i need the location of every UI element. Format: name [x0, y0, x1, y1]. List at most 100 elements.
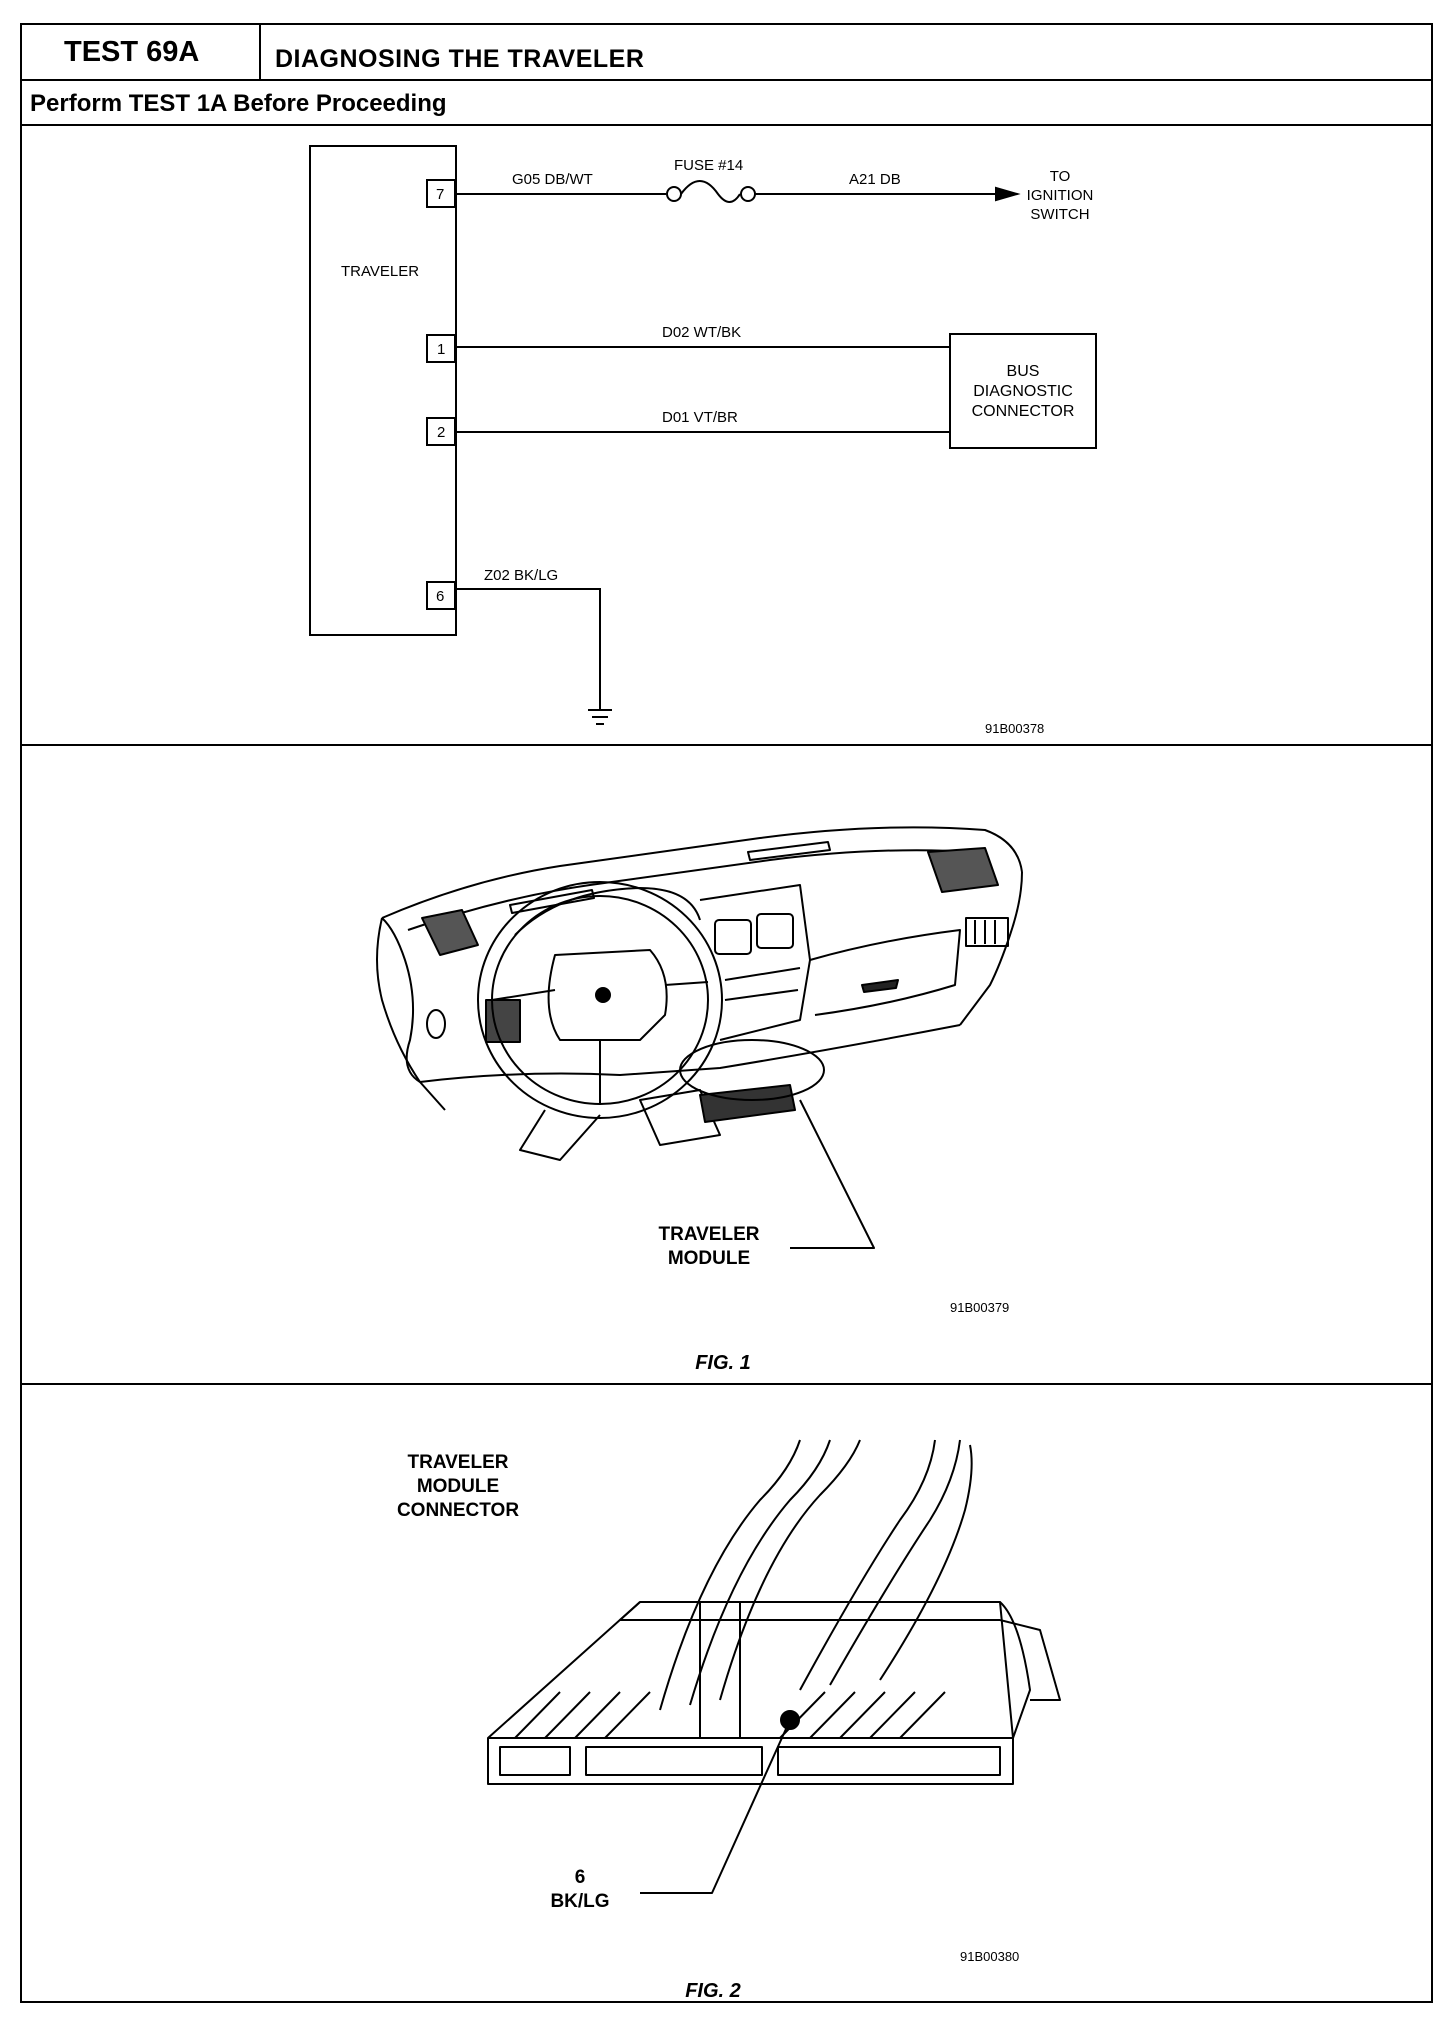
connector-cavity-right — [777, 1746, 1001, 1776]
pin-6-callout-number: 6 — [575, 1867, 586, 1888]
center-gauge-left — [714, 919, 752, 955]
steering-column — [519, 1109, 601, 1161]
traveler-callout-leader — [790, 1099, 875, 1249]
traveler-module-label: TRAVELER — [341, 263, 419, 280]
connector-center-rib — [699, 1602, 741, 1738]
wire-label-g05: G05 DB/WT — [512, 171, 593, 188]
fuse-label: FUSE #14 — [674, 157, 743, 174]
to-ignition-line-2: IGNITION — [1027, 187, 1094, 204]
pin-box-2 — [426, 417, 456, 446]
wire-label-d02: D02 WT/BK — [662, 324, 741, 341]
traveler-module-callout-line-2: MODULE — [668, 1248, 750, 1269]
pin-number-1: 1 — [437, 341, 445, 358]
connector-wire-5 — [829, 1439, 961, 1686]
pin-box-1 — [426, 334, 456, 363]
dash-lower-left — [419, 1081, 446, 1111]
connector-latch-icon — [999, 1619, 1061, 1701]
glovebox-handle-icon — [861, 979, 899, 993]
page-frame — [20, 23, 1433, 2003]
dash-top-edge — [381, 826, 1023, 919]
bus-connector-line-3: CONNECTOR — [972, 403, 1075, 420]
wiring-schematic — [309, 145, 1097, 725]
wire-label-z02: Z02 BK/LG — [484, 567, 558, 584]
test-number-box: TEST 69A — [20, 23, 261, 81]
connector-top-surface — [487, 1601, 1014, 1739]
traveler-module-callout-line-1: TRAVELER — [659, 1224, 760, 1245]
dash-left-end — [381, 917, 421, 1083]
dash-right-end — [959, 871, 1023, 1026]
under-dash-bracket — [639, 1089, 721, 1146]
schematic-figure-code: 91B00378 — [985, 721, 1044, 736]
dash-left-outer — [376, 917, 421, 1083]
left-air-vent-icon — [421, 909, 479, 956]
section-divider-1 — [20, 744, 1433, 746]
connector-wire-2 — [689, 1439, 831, 1706]
terminal-slots-right — [779, 1691, 946, 1739]
left-knob — [426, 1009, 446, 1039]
fig2-caption: FIG. 2 — [685, 1980, 741, 2002]
glovebox — [809, 929, 961, 1016]
connector-wire-6 — [879, 1444, 973, 1681]
pin-number-7: 7 — [436, 186, 444, 203]
pin-box-7 — [426, 179, 456, 208]
right-air-vent-icon — [927, 847, 999, 893]
fig1-caption: FIG. 1 — [695, 1352, 751, 1374]
center-stack-slots — [724, 967, 801, 1001]
pin-6-leader — [640, 1719, 791, 1894]
pin-number-6: 6 — [436, 588, 444, 605]
traveler-module-box — [309, 145, 457, 636]
fuse-element — [680, 180, 741, 203]
horn-emblem-icon — [595, 987, 611, 1003]
header-bottom-divider — [20, 124, 1433, 126]
bus-connector-line-2: DIAGNOSTIC — [973, 383, 1073, 400]
fig2-labels: TRAVELER MODULE CONNECTOR 6 BK/LG 91B003… — [397, 1452, 1019, 2002]
connector-wire-1 — [659, 1439, 801, 1711]
center-gauge-right — [756, 913, 794, 949]
pin-box-6 — [426, 581, 456, 610]
fuse-terminal-right — [740, 186, 756, 202]
connector-wire-4 — [799, 1439, 936, 1691]
fig2-figure-code: 91B00380 — [960, 1949, 1019, 1964]
schematic-labels: TRAVELER 7 1 2 6 G05 DB/WT FUSE #14 A21 … — [341, 157, 1093, 736]
instrument-hood — [514, 887, 701, 936]
test-number: TEST 69A — [64, 36, 200, 68]
dash-lower-edge — [419, 1024, 961, 1083]
header-divider — [261, 79, 1433, 81]
connector-cavity-left — [499, 1746, 571, 1776]
steering-wheel-hub — [547, 949, 668, 1041]
fig1-labels: TRAVELER MODULE 91B00379 FIG. 1 — [659, 1224, 1010, 1374]
connector-cavity-middle — [585, 1746, 763, 1776]
side-vent-icon — [965, 917, 1009, 947]
connector-right-side — [999, 1601, 1031, 1739]
defrost-vent-left — [509, 889, 595, 914]
to-ignition-line-1: TO — [1050, 168, 1071, 185]
arrow-to-ignition-icon — [995, 186, 1021, 202]
wire-label-d01: D01 VT/BR — [662, 409, 738, 426]
terminal-slots-left — [514, 1691, 651, 1739]
wire-label-a21: A21 DB — [849, 171, 901, 188]
defrost-vent-right — [747, 841, 831, 861]
connector-title-line-3: CONNECTOR — [397, 1500, 519, 1521]
traveler-module-icon — [699, 1084, 796, 1123]
test-title: DIAGNOSING THE TRAVELER — [275, 45, 645, 73]
bus-connector-line-1: BUS — [1007, 363, 1040, 380]
prerequisite-note: Perform TEST 1A Before Proceeding — [30, 90, 447, 117]
connector-title-line-1: TRAVELER — [408, 1452, 509, 1473]
pin-6-callout-color: BK/LG — [550, 1891, 609, 1912]
wire-z02 — [456, 588, 601, 710]
fig1-figure-code: 91B00379 — [950, 1300, 1009, 1315]
connector-illustration — [487, 1439, 1061, 1894]
connector-top-ridge — [619, 1601, 1000, 1621]
dash-top-inner — [407, 849, 976, 931]
connector-front-face — [487, 1737, 1014, 1785]
section-divider-2 — [20, 1383, 1433, 1385]
to-ignition-line-3: SWITCH — [1030, 206, 1089, 223]
pin-number-2: 2 — [437, 424, 445, 441]
steering-wheel-rim — [477, 881, 723, 1119]
connector-title-line-2: MODULE — [417, 1476, 499, 1497]
steering-wheel-spokes — [491, 981, 709, 1105]
traveler-module-highlight-circle — [679, 1039, 825, 1101]
dashboard-illustration — [376, 826, 1023, 1249]
